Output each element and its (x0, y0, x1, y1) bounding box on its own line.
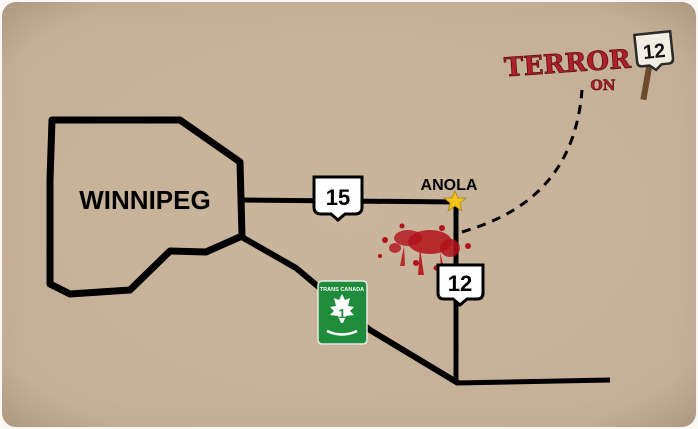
highway-12-number: 12 (448, 271, 472, 296)
trans-canada-shield: TRANS CANADA 1 (317, 280, 368, 345)
logo-sign-board (632, 29, 675, 72)
city-label-winnipeg: WINNIPEG (79, 185, 210, 215)
logo-word-on: ON (591, 78, 616, 94)
maple-leaf-icon (330, 294, 354, 323)
logo-sign-post (640, 57, 654, 101)
trans-canada-number: 1 (338, 306, 345, 321)
dashed-route-line (461, 89, 584, 234)
highway-12-shield: 12 (436, 263, 485, 307)
anola-star-icon (442, 189, 468, 212)
highway-15-shield: 15 (312, 175, 364, 222)
highway-15-number: 15 (326, 185, 350, 210)
east-road (455, 377, 611, 386)
town-label-anola: ANOLA (421, 177, 478, 194)
logo-sign-number: 12 (642, 40, 666, 64)
winnipeg-city-outline (46, 116, 246, 298)
blood-splatter (378, 223, 471, 275)
trans-canada-text: TRANS CANADA (320, 287, 364, 293)
